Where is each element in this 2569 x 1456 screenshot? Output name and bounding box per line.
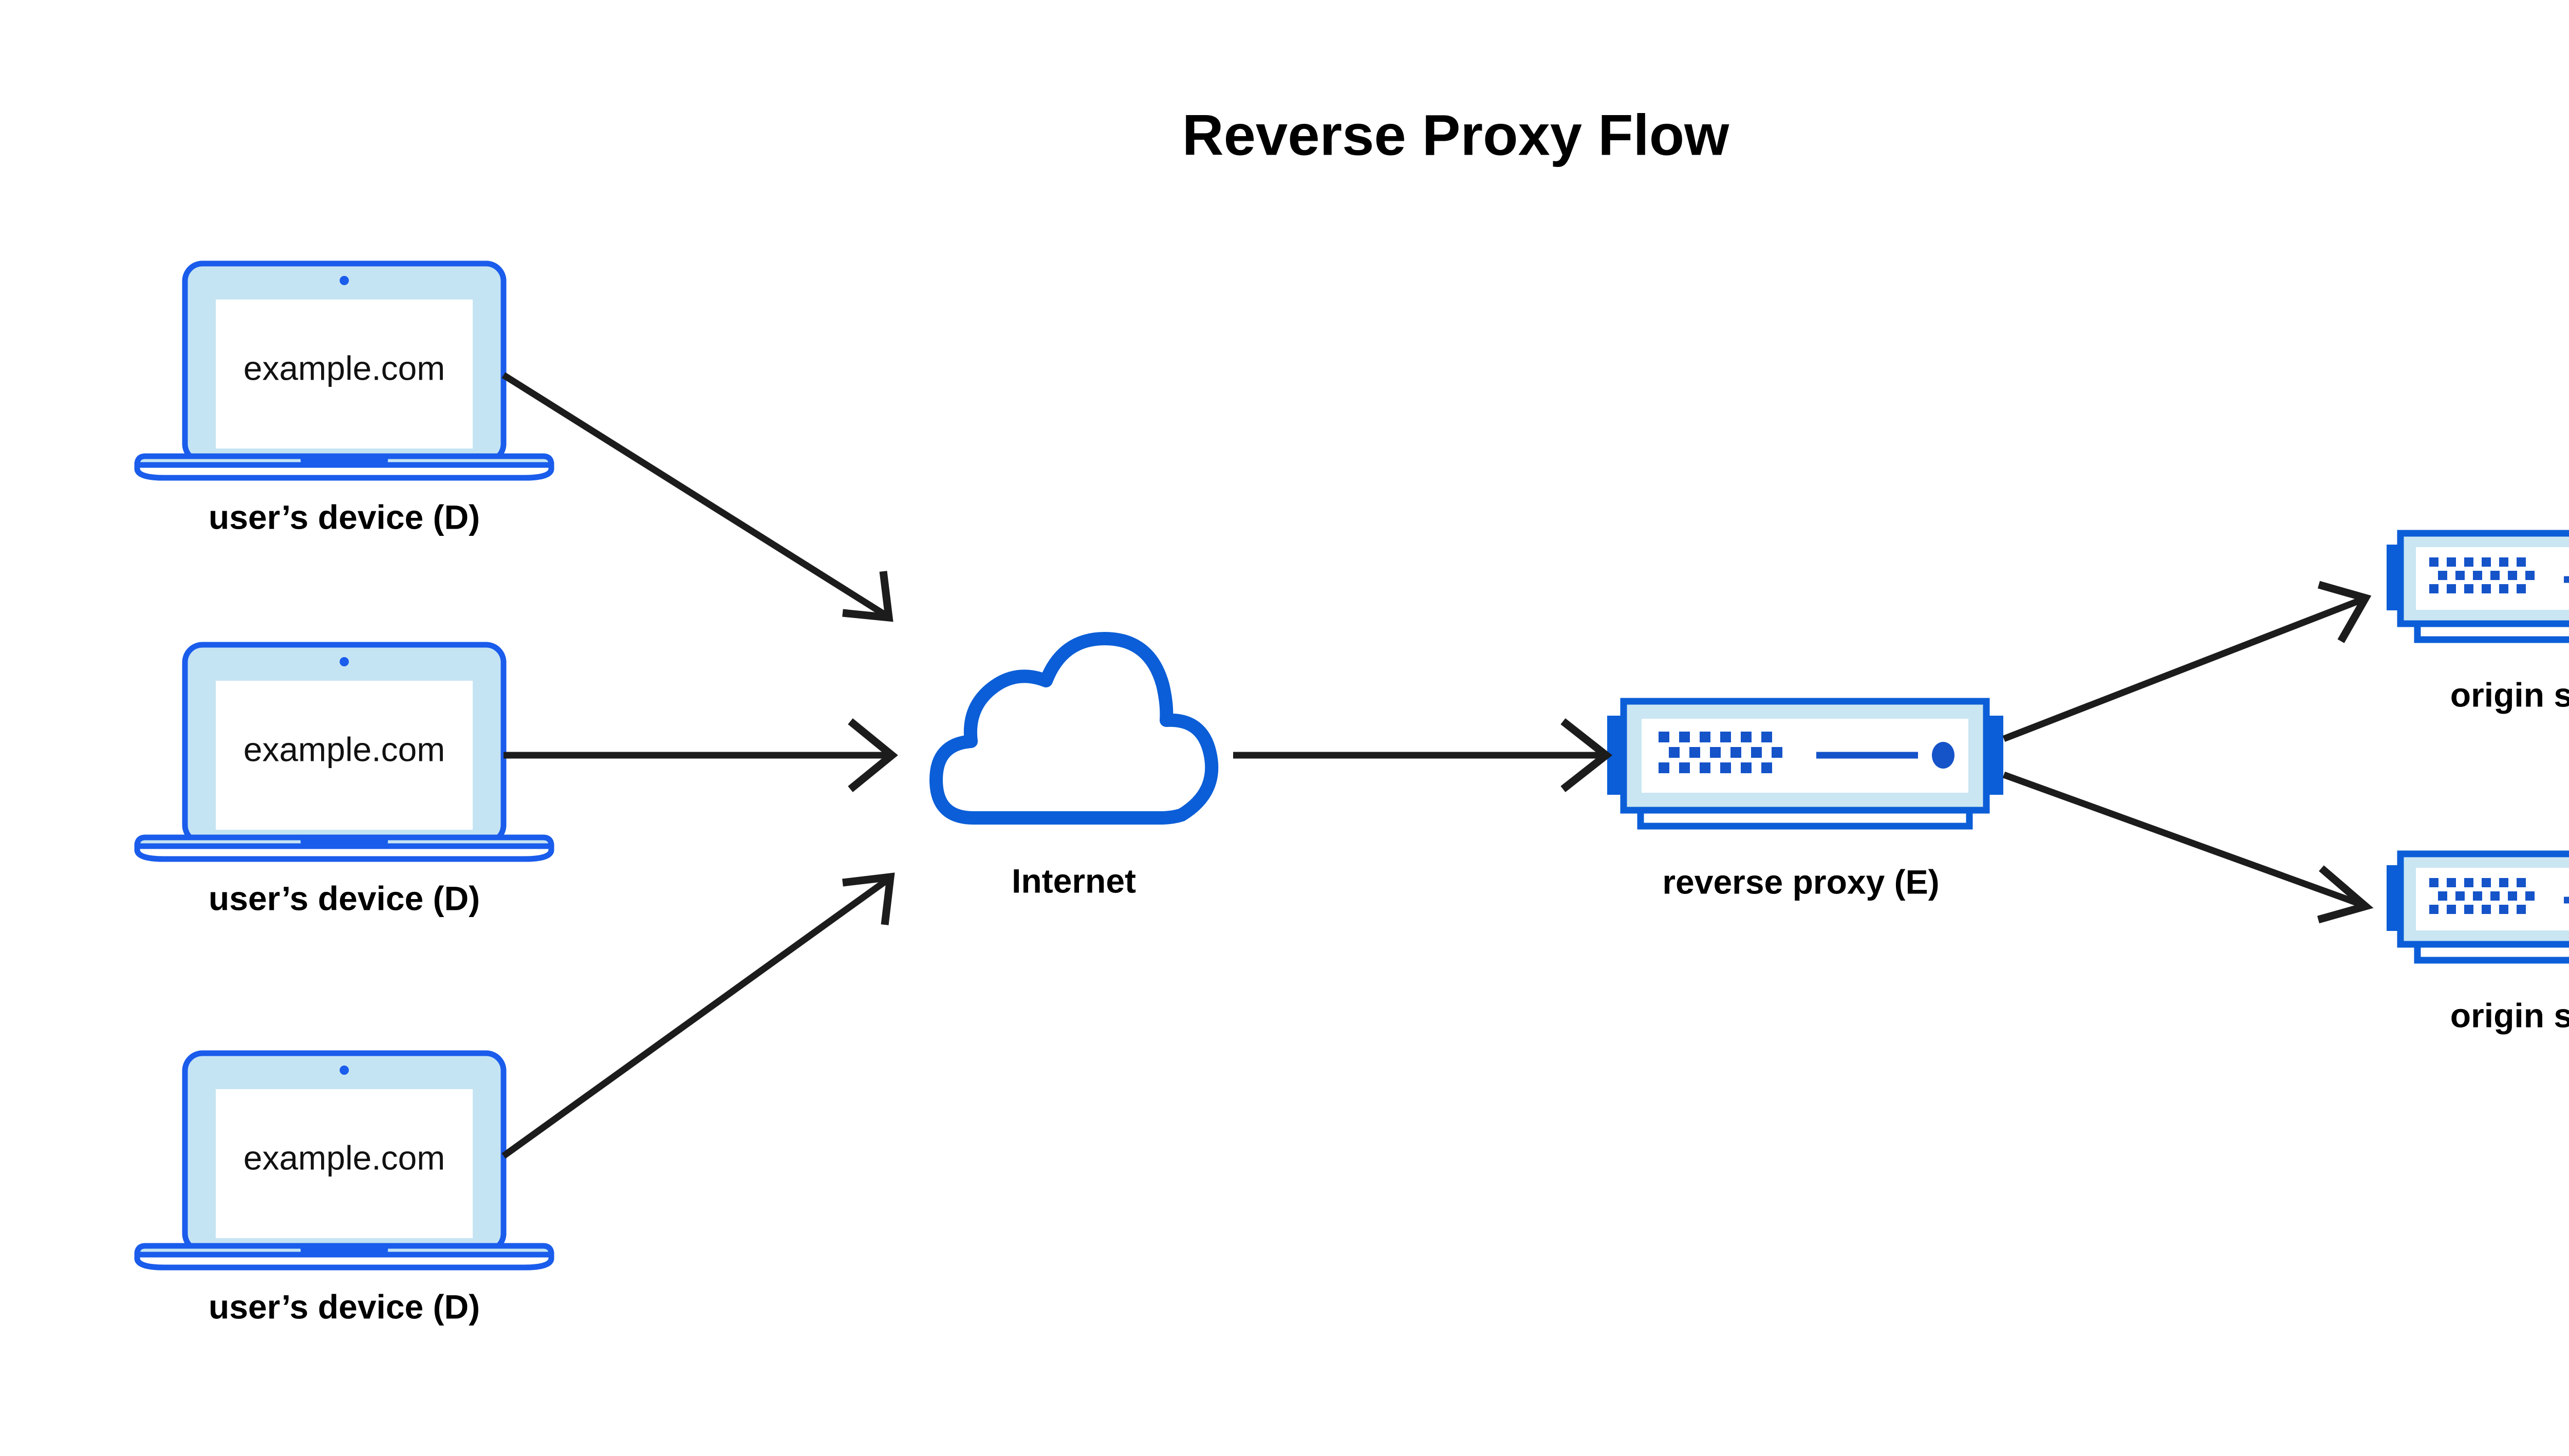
server-status-dot (1932, 742, 1954, 769)
laptop-screen-text: example.com (244, 730, 445, 768)
node-origin-bottom[interactable]: origin server (F) (2387, 850, 2569, 1034)
laptop-icon: example.com (134, 1050, 554, 1271)
page-title: Reverse Proxy Flow (1182, 103, 1729, 167)
edge-reverse-proxy-to-origin-bottom (2002, 771, 2374, 924)
edge-reverse-proxy-to-origin-top (2002, 581, 2372, 742)
server-icon (2387, 530, 2569, 643)
node-reverse-proxy[interactable]: reverse proxy (E) (1607, 698, 2003, 901)
edge-client-middle-to-internet (504, 718, 898, 792)
laptop-icon: example.com (134, 642, 554, 862)
server-led-grid (2429, 878, 2535, 914)
server-icon (1607, 698, 2003, 830)
laptop-screen-text: example.com (244, 1138, 445, 1177)
node-label-reverse-proxy: reverse proxy (E) (1662, 863, 1939, 901)
laptop-icon: example.com (134, 260, 554, 481)
node-label-client-middle: user’s device (D) (209, 879, 480, 917)
node-client-middle[interactable]: example.com user’s device (D) (134, 642, 554, 917)
node-origin-top[interactable]: origin server (F) (2387, 530, 2569, 714)
laptop-screen-text: example.com (244, 349, 445, 387)
server-led-grid (1659, 732, 1782, 773)
node-label-client-bottom: user’s device (D) (209, 1287, 480, 1326)
node-label-origin-top: origin server (F) (2450, 676, 2569, 714)
server-icon (2387, 850, 2569, 964)
node-label-origin-bottom: origin server (F) (2450, 996, 2569, 1034)
server-led-grid (2429, 557, 2535, 593)
node-client-top[interactable]: example.com user’s device (D) (134, 260, 554, 536)
edge-internet-to-reverse-proxy (1233, 718, 1613, 792)
edge-client-bottom-to-internet (501, 872, 895, 1159)
cloud-icon (929, 632, 1219, 825)
node-label-client-top: user’s device (D) (209, 498, 480, 536)
node-client-bottom[interactable]: example.com user’s device (D) (134, 1050, 554, 1326)
node-label-internet: Internet (1012, 862, 1136, 900)
node-internet[interactable]: Internet (929, 632, 1219, 900)
edge-client-top-to-internet (501, 372, 893, 622)
